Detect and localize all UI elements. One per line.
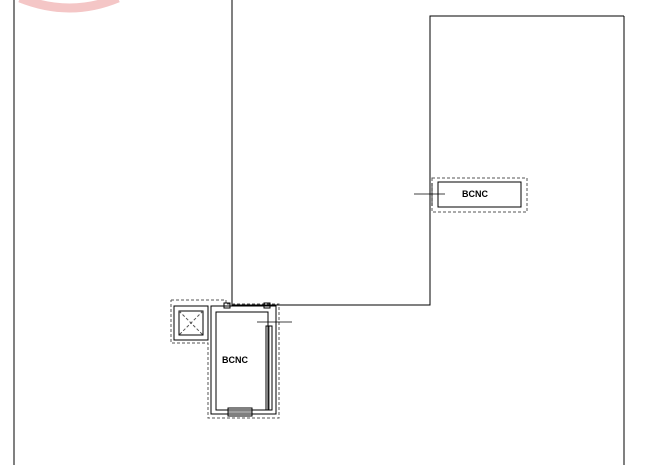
- service-box-outer: [173, 305, 209, 341]
- lower-unit-dashed-outline: [170, 299, 280, 419]
- service-box-inner: [178, 310, 204, 336]
- building-outline: [231, 0, 624, 306]
- upper-room-label: BCNC: [462, 189, 488, 199]
- top-opening-right: [263, 302, 271, 309]
- top-opening-left: [223, 302, 231, 309]
- lower-room-inner-wall: [215, 311, 269, 411]
- lower-room-label: BCNC: [222, 355, 248, 365]
- service-box-cross-b: [178, 310, 204, 336]
- lower-room-outer-wall: [210, 305, 277, 415]
- upper-unit-outline: [437, 181, 522, 208]
- lower-bcnc-unit: BCNC: [170, 299, 292, 419]
- watermark-arc: [18, 0, 120, 13]
- upper-bcnc-unit: BCNC: [414, 177, 528, 213]
- service-box: [173, 305, 209, 341]
